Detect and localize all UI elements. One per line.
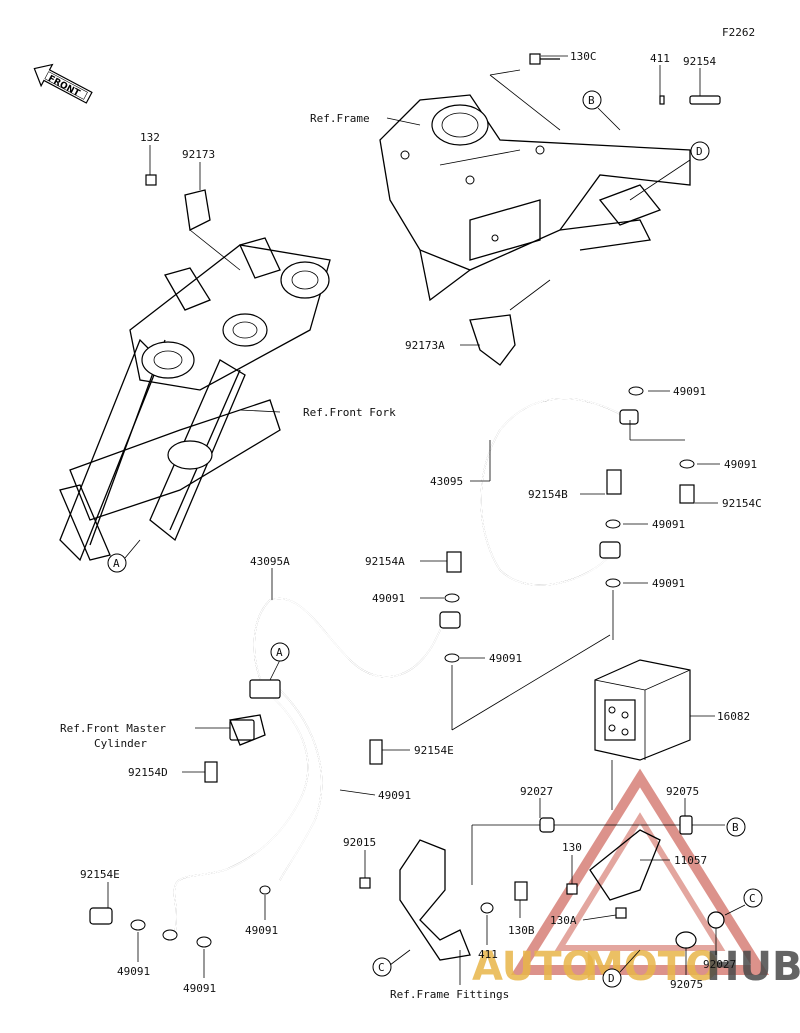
- part-label: 49091: [489, 652, 522, 665]
- part-label: 43095A: [250, 555, 290, 568]
- callout-d-bottom: D: [602, 968, 622, 988]
- part-label: 49091: [652, 518, 685, 531]
- svg-text:A: A: [276, 646, 283, 659]
- part-label: 130C: [570, 50, 597, 63]
- callout-b-top: B: [582, 90, 602, 110]
- part-label: 92154D: [128, 766, 168, 779]
- callout-b-bottom: B: [726, 817, 746, 837]
- part-label: 92154C: [722, 497, 762, 510]
- callout-c-left: C: [372, 957, 392, 977]
- ref-front-fork-label: Ref.Front Fork: [303, 406, 396, 419]
- ref-master-cylinder-label-1: Ref.Front Master: [60, 722, 166, 735]
- callout-a-bottom: A: [270, 642, 290, 662]
- part-label: 49091: [673, 385, 706, 398]
- figure-code: F2262: [722, 26, 755, 39]
- watermark-auto: AUTO: [472, 944, 596, 990]
- part-label: 92173: [182, 148, 215, 161]
- part-label: 92075: [670, 978, 703, 991]
- hardware-drawing: [89, 53, 725, 949]
- front-fork-drawing: [59, 237, 331, 562]
- frame-drawing: [379, 94, 691, 302]
- part-label: 92015: [343, 836, 376, 849]
- part-label: 92154B: [528, 488, 568, 501]
- leader-lines: [107, 55, 746, 985]
- part-label: 49091: [724, 458, 757, 471]
- part-label: 92173A: [405, 339, 445, 352]
- brackets-drawing: [184, 189, 661, 961]
- part-label: 16082: [717, 710, 750, 723]
- part-label: 11057: [674, 854, 707, 867]
- callout-c-right: C: [743, 888, 763, 908]
- part-label: 92154A: [365, 555, 405, 568]
- part-label: 49091: [372, 592, 405, 605]
- part-label: 130: [562, 841, 582, 854]
- part-label: 130B: [508, 924, 535, 937]
- part-label: 92027: [520, 785, 553, 798]
- front-arrow-icon: FRONT: [33, 63, 93, 104]
- watermark-logo: AUTO MOTO HUB: [472, 768, 800, 990]
- ref-frame-label: Ref.Frame: [310, 112, 370, 125]
- part-label: 92027: [703, 958, 736, 971]
- part-label: 49091: [378, 789, 411, 802]
- svg-text:D: D: [696, 145, 703, 158]
- svg-text:B: B: [732, 821, 739, 834]
- watermark-hub: HUB: [706, 944, 800, 990]
- part-label: 92154E: [80, 868, 120, 881]
- part-label: 411: [478, 948, 498, 961]
- part-label: 92154E: [414, 744, 454, 757]
- part-label: 43095: [430, 475, 463, 488]
- part-label: 92075: [666, 785, 699, 798]
- part-label: 411: [650, 52, 670, 65]
- part-label: 49091: [117, 965, 150, 978]
- abs-unit-drawing: [594, 659, 691, 761]
- svg-text:D: D: [608, 972, 615, 985]
- part-label: 132: [140, 131, 160, 144]
- part-label: 49091: [652, 577, 685, 590]
- svg-text:C: C: [749, 892, 756, 905]
- ref-master-cylinder-label-2: Cylinder: [94, 737, 147, 750]
- svg-text:B: B: [588, 94, 595, 107]
- svg-text:A: A: [113, 557, 120, 570]
- part-label: 49091: [183, 982, 216, 995]
- svg-text:C: C: [378, 961, 385, 974]
- callout-a-top: A: [107, 553, 127, 573]
- part-label: 130A: [550, 914, 577, 927]
- callout-d-top: D: [690, 141, 710, 161]
- ref-frame-fittings-label: Ref.Frame Fittings: [390, 988, 509, 1001]
- part-label: 92154: [683, 55, 716, 68]
- part-label: 49091: [245, 924, 278, 937]
- brake-hoses-drawing: [173, 397, 639, 936]
